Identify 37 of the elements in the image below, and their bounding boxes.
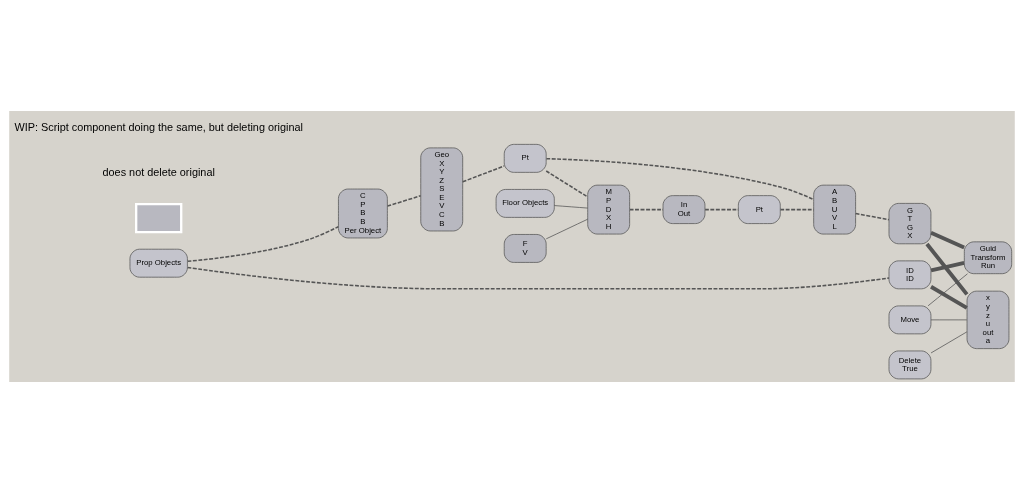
- node-box: Prop Objects: [129, 248, 188, 278]
- node-box: Guid Transform Run: [963, 240, 1013, 274]
- connector: [545, 218, 588, 239]
- node-box: x y z u out a: [966, 290, 1010, 349]
- connector: [930, 319, 968, 320]
- connector: [930, 230, 965, 249]
- node-box: Delete True: [888, 350, 932, 379]
- connector: [927, 272, 968, 306]
- node-box: [135, 202, 183, 233]
- node-box: A B U V L: [813, 184, 856, 234]
- connector: [629, 208, 664, 210]
- connector: [855, 212, 890, 221]
- node-box: C P B B Per Object: [338, 188, 388, 238]
- label: does not delete original: [102, 165, 215, 178]
- connector: [186, 225, 340, 262]
- connector: [779, 208, 815, 210]
- node-box: Geo X Y Z S E V C B: [420, 147, 464, 231]
- connector: [545, 157, 815, 200]
- node-box: G T G X: [888, 202, 932, 244]
- node-box: F V: [503, 233, 547, 263]
- connector: [386, 194, 422, 207]
- node-box: Pt: [737, 194, 781, 224]
- label: WIP: Script component doing the same, but deleting original: [14, 120, 303, 133]
- node-box: Move: [888, 305, 932, 334]
- node-box: M P D X H: [587, 184, 631, 234]
- node-box: ID ID: [888, 260, 932, 289]
- connector: [930, 260, 965, 272]
- connector: [925, 242, 969, 296]
- node-box: Pt: [503, 143, 547, 173]
- connector: [930, 284, 968, 310]
- connector: [461, 164, 505, 183]
- node-box: Floor Objects: [495, 188, 555, 218]
- connector: [554, 204, 588, 208]
- connector: [186, 266, 890, 290]
- node-box: In Out: [662, 194, 706, 224]
- connector: [930, 331, 968, 353]
- connector: [545, 169, 589, 198]
